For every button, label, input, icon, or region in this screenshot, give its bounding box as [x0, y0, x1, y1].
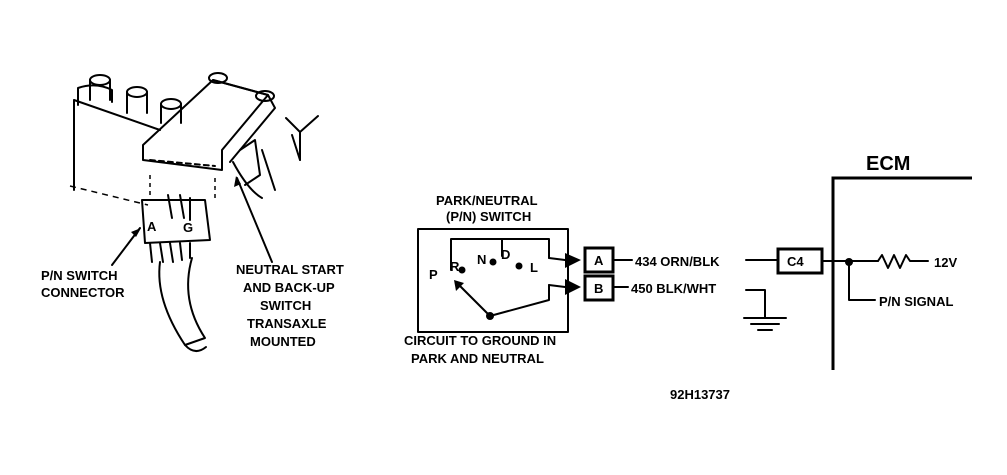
schematic-title-line1: PARK/NEUTRAL — [436, 193, 538, 208]
connector-label-line1: P/N SWITCH — [41, 268, 118, 283]
switch-label-line5: MOUNTED — [250, 334, 316, 349]
wire-450-label: 450 BLK/WHT — [631, 281, 716, 296]
position-r: R — [450, 259, 460, 274]
wire-434-label: 434 ORN/BLK — [635, 254, 720, 269]
connector-pin-g: G — [183, 220, 193, 235]
ecm-outline — [831, 176, 972, 370]
switch-label: NEUTRAL START AND BACK-UP SWITCH TRANSAX… — [236, 262, 344, 349]
switch-label-line2: AND BACK-UP — [243, 280, 335, 295]
pn-switch-connector: A G — [141, 194, 211, 352]
resistor-icon — [877, 254, 929, 269]
ground-note-line1: CIRCUIT TO GROUND IN — [404, 333, 556, 348]
guide-line — [69, 185, 149, 206]
connector-pin-a: A — [147, 219, 157, 234]
wires: 434 ORN/BLK 450 BLK/WHT — [612, 254, 787, 331]
switch-label-line1: NEUTRAL START — [236, 262, 344, 277]
terminal-a-label: A — [594, 253, 604, 268]
figure-id: 92H13737 — [670, 387, 730, 402]
pn-switch-schematic: PARK/NEUTRAL (P/N) SWITCH P R N D L A B … — [404, 193, 615, 366]
ground-note-line2: PARK AND NEUTRAL — [411, 351, 544, 366]
ecm-block: ECM C4 12V P/N SIGNAL — [776, 153, 972, 370]
terminal-b-label: B — [594, 281, 603, 296]
pn-signal-label: P/N SIGNAL — [879, 294, 953, 309]
switch-leader-line — [236, 177, 273, 263]
position-d: D — [501, 247, 510, 262]
schematic-title-line2: (P/N) SWITCH — [446, 209, 531, 224]
ecm-label: ECM — [866, 153, 910, 175]
switch-illustration: A G P/N SWITCH CONNECTOR NEUTRAL START A… — [41, 72, 344, 352]
switch-label-line3: SWITCH — [260, 298, 311, 313]
position-n: N — [477, 252, 486, 267]
switch-label-line4: TRANSAXLE — [247, 316, 327, 331]
wiper-arm — [456, 282, 491, 317]
connector-c4-label: C4 — [787, 254, 804, 269]
position-p: P — [429, 267, 438, 282]
ground-icon — [743, 317, 787, 331]
connector-label-line2: CONNECTOR — [41, 285, 125, 300]
position-l: L — [530, 260, 538, 275]
supply-label: 12V — [934, 255, 957, 270]
